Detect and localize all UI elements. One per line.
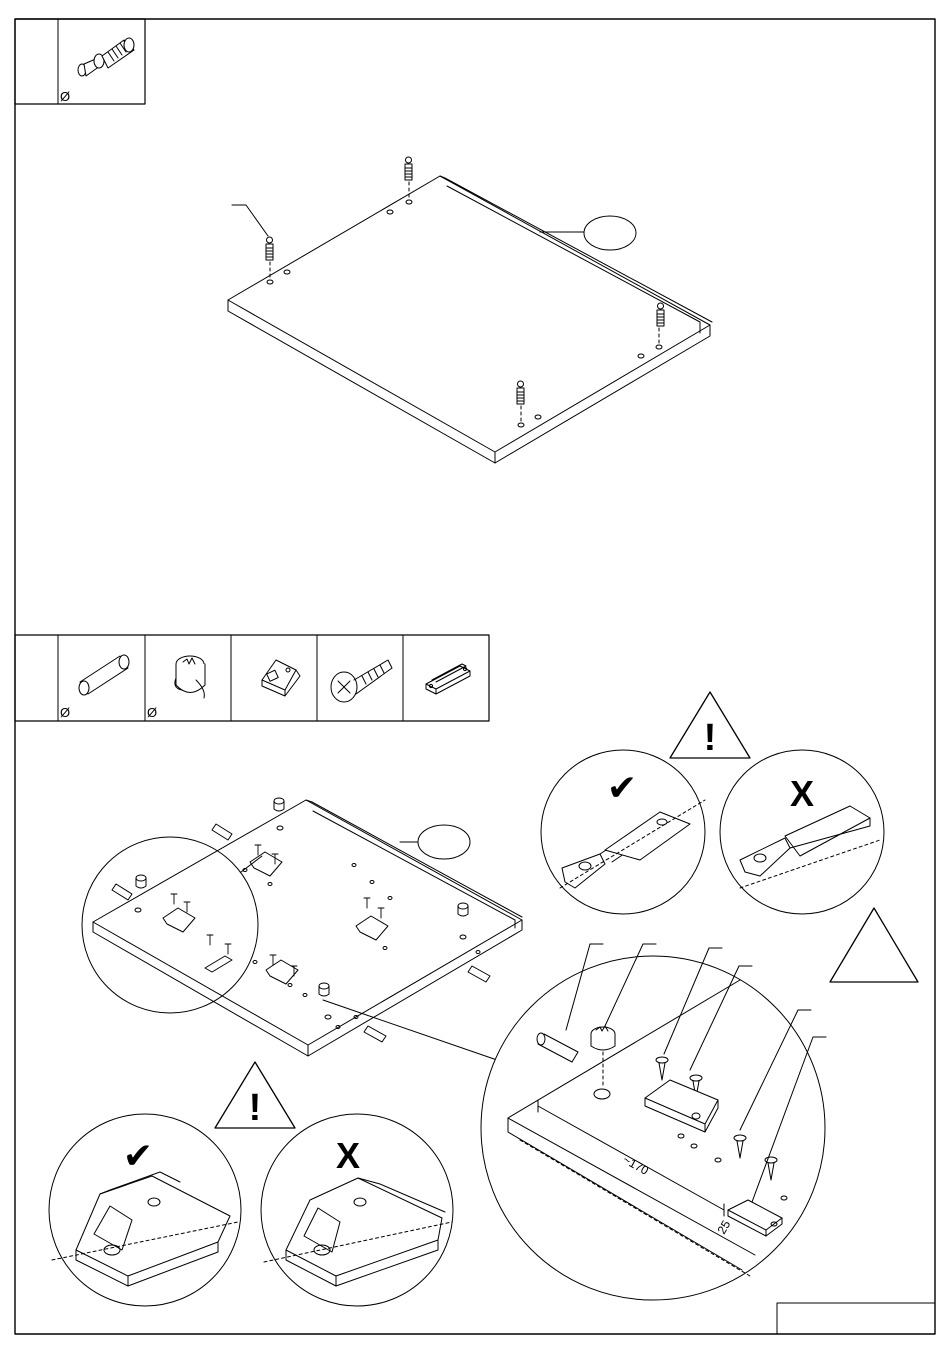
cam-lock-nut-icon [175, 656, 205, 698]
step2-part-symbol: Ø [147, 705, 157, 720]
zoom-detail-right: ~170 25 [481, 944, 826, 1300]
wrong-support-detail: X [261, 1114, 453, 1306]
page-number-box [777, 1303, 935, 1334]
cross-mark: X [790, 773, 814, 814]
warning-triangle-empty [830, 908, 918, 982]
cam-nut [136, 875, 146, 888]
cross-head-screw-icon [331, 660, 392, 702]
magnetic-catch-icon [426, 664, 470, 694]
step1-part-symbol: Ø [60, 89, 70, 104]
checkmark-icon: ✔ [607, 768, 637, 809]
cross-mark: X [336, 1135, 360, 1176]
step2-part-symbol: Ø [60, 705, 70, 720]
dowel [112, 884, 132, 900]
step1-panel [228, 157, 712, 463]
step2-parts-table: Ø Ø [15, 635, 489, 721]
warning-triangle: ! [670, 692, 750, 759]
dowel [212, 824, 232, 840]
cam-bolt [266, 237, 273, 280]
step1-parts-table: Ø [15, 19, 145, 104]
correct-catch-detail: ✔ [541, 750, 705, 914]
dowel [468, 966, 490, 982]
plastic-shelf-support-icon [262, 660, 300, 696]
dowel [364, 1026, 386, 1042]
cam-dowel-bolt-icon [78, 38, 134, 76]
panel-part-tag [584, 216, 636, 250]
wrong-catch-detail: X [720, 750, 884, 914]
step2-panel [93, 798, 522, 1056]
warning-triangle: ! [215, 1062, 295, 1129]
wooden-dowel-icon [79, 655, 129, 695]
correct-support-detail: ✔ [49, 1114, 241, 1306]
attention-mark: ! [249, 1087, 262, 1129]
panel-part-tag [418, 825, 470, 859]
cam-nut [274, 798, 284, 811]
attention-mark: ! [704, 717, 717, 759]
checkmark-icon: ✔ [123, 1136, 153, 1177]
part-leader-line [232, 205, 268, 236]
